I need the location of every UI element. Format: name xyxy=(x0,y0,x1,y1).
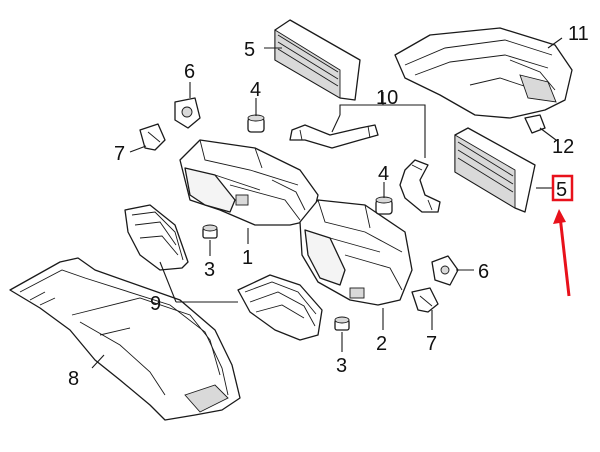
callout-5-right: 5 xyxy=(556,179,567,201)
part-3-bolt-lower xyxy=(334,316,350,331)
part-8-hoses xyxy=(289,124,441,213)
part-10-clip xyxy=(524,114,546,134)
callout-10: 12 xyxy=(552,136,574,158)
part-4-grommet-lower xyxy=(375,196,393,215)
callout-3-lower: 3 xyxy=(336,355,347,377)
callout-6-left: 6 xyxy=(184,61,195,83)
part-11-left-duct xyxy=(124,204,189,271)
part-7-connector-right xyxy=(411,287,439,313)
highlight-box xyxy=(551,174,574,202)
highlighted-callout-5: 5 xyxy=(551,174,574,297)
highlight-arrow-head-icon xyxy=(553,209,566,224)
part-11-lower-duct xyxy=(237,274,323,341)
callout-labels: 5 6 4 7 10 11 12 4 1 3 6 9 2 7 3 8 xyxy=(68,23,589,390)
leader-lines xyxy=(91,37,563,369)
part-6-sensor-right xyxy=(431,255,459,286)
callout-6-right: 6 xyxy=(478,261,489,283)
callout-4-upper: 4 xyxy=(250,79,261,101)
part-9-engine-cover xyxy=(394,27,573,119)
part-1-air-cleaner xyxy=(179,139,319,226)
callout-1: 1 xyxy=(242,247,253,269)
callout-8: 10 xyxy=(376,87,398,109)
callout-7-right: 7 xyxy=(426,333,437,355)
callout-11: 9 xyxy=(150,293,161,315)
part-2-air-cleaner xyxy=(299,199,413,306)
part-12-duct-tray xyxy=(9,257,241,421)
callout-4-lower: 4 xyxy=(378,163,389,185)
callout-7-left: 7 xyxy=(114,143,125,165)
part-6-sensor-left xyxy=(174,97,201,129)
part-3-bolt-upper xyxy=(202,224,218,239)
callout-3-upper: 3 xyxy=(204,259,215,281)
highlight-arrow-shaft xyxy=(558,215,571,297)
part-4-grommet-upper xyxy=(247,114,265,133)
callout-2: 2 xyxy=(376,333,387,355)
callout-12: 8 xyxy=(68,368,79,390)
part-5-right-filter xyxy=(454,127,536,213)
part-5-upper-filter xyxy=(274,19,361,101)
callout-9: 11 xyxy=(568,23,589,45)
part-7-connector-left xyxy=(139,123,166,151)
callout-5-upper: 5 xyxy=(244,39,255,61)
